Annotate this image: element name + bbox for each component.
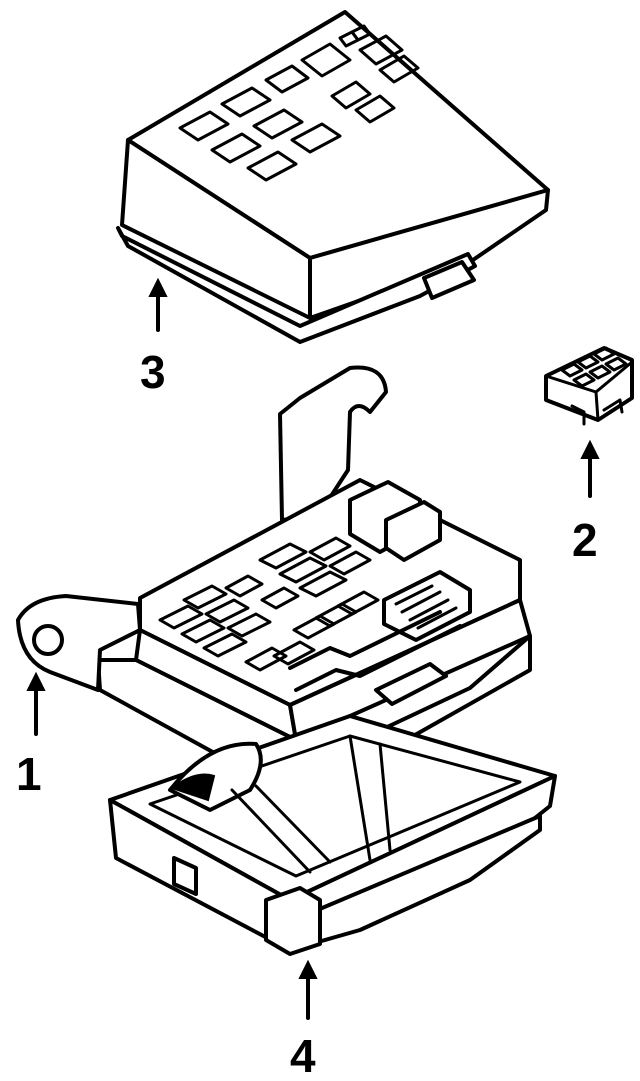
part-3-cover <box>116 10 550 344</box>
callout-2: 2 <box>572 514 598 566</box>
callout-4: 4 <box>290 1030 316 1081</box>
callout-3: 3 <box>140 346 166 398</box>
callout-numbers: 3 2 1 4 <box>16 346 598 1081</box>
part-1-fuse-box <box>16 365 532 802</box>
part-4-lower-tray <box>108 714 557 956</box>
part-2-connector <box>544 346 634 426</box>
callout-leaders <box>26 277 600 1020</box>
arrow-2-icon <box>580 439 600 459</box>
arrow-3-icon <box>148 277 168 297</box>
arrow-4-icon <box>298 959 318 979</box>
callout-1: 1 <box>16 748 42 800</box>
arrow-1-icon <box>26 671 46 691</box>
